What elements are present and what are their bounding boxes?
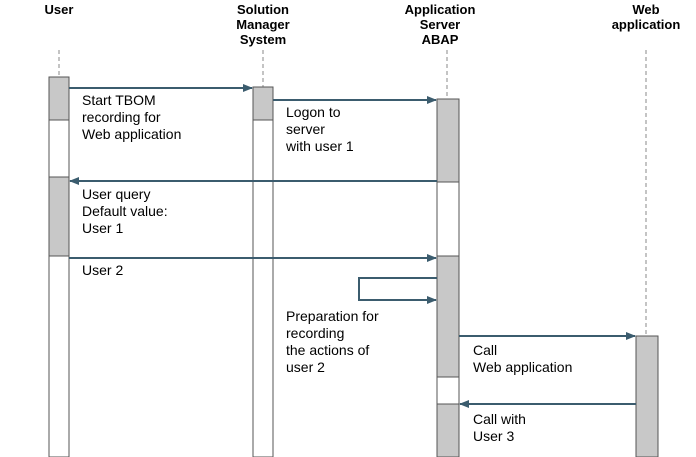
msg-start-tbom: Start TBOM recording for Web application	[82, 92, 182, 142]
header-web-app: Web application	[611, 2, 681, 32]
msg-call-web: Call Web application	[473, 342, 573, 375]
msg-call-user3: Call with User 3	[473, 411, 526, 444]
header-app-server: Application Server ABAP	[404, 2, 476, 47]
msg-user-query: User query Default value: User 1	[82, 186, 168, 236]
arrow-preparation-self	[358, 277, 437, 304]
msg-preparation: Preparation for recording the actions of…	[286, 308, 379, 375]
header-user: User	[44, 2, 74, 17]
msg-user2: User 2	[82, 262, 124, 278]
activation-web-app	[635, 335, 659, 457]
activation-app-server	[436, 98, 460, 457]
header-solman: Solution Manager System	[236, 2, 290, 47]
msg-logon: Logon to server with user 1	[286, 104, 354, 154]
activation-user	[48, 76, 70, 457]
activation-solman	[252, 86, 274, 457]
